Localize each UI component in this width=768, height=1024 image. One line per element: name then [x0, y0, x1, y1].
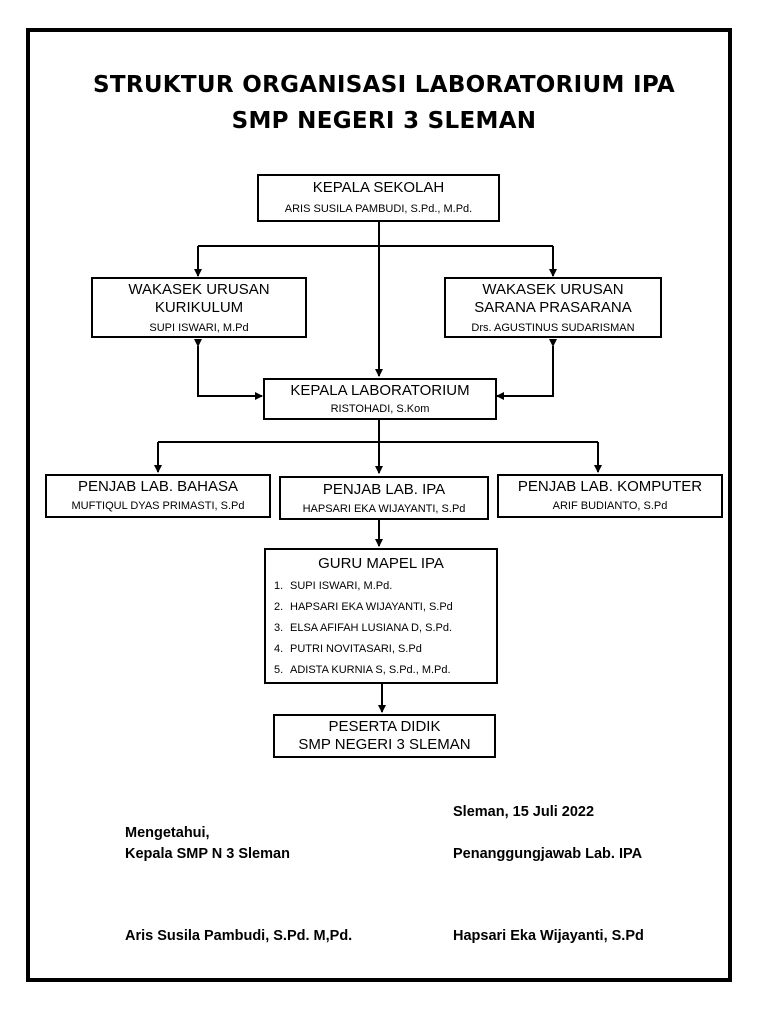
- box-penjab-lab-bahasa: PENJAB LAB. BAHASA MUFTIQUL DYAS PRIMAST…: [45, 474, 271, 518]
- list-item: 5.ADISTA KURNIA S, S.Pd., M.Pd.: [274, 664, 451, 676]
- box-wakasek-kurikulum: WAKASEK URUSAN KURIKULUM SUPI ISWARI, M.…: [91, 277, 307, 338]
- box-kepala-sekolah: KEPALA SEKOLAH ARIS SUSILA PAMBUDI, S.Pd…: [257, 174, 500, 222]
- wakasek-sarpras-role-line2: SARANA PRASARANA: [474, 299, 632, 316]
- signature-left-label1: Mengetahui,: [125, 825, 210, 841]
- penjab-bahasa-role: PENJAB LAB. BAHASA: [77, 478, 239, 495]
- penjab-komputer-role: PENJAB LAB. KOMPUTER: [517, 478, 703, 495]
- kepala-sekolah-role: KEPALA SEKOLAH: [312, 179, 445, 196]
- signature-left-label2: Kepala SMP N 3 Sleman: [125, 846, 290, 862]
- wakasek-sarpras-role-line1: WAKASEK URUSAN: [482, 281, 624, 298]
- penjab-ipa-role: PENJAB LAB. IPA: [322, 481, 446, 498]
- box-penjab-lab-komputer: PENJAB LAB. KOMPUTER ARIF BUDIANTO, S.Pd: [497, 474, 723, 518]
- document-border: [26, 28, 732, 982]
- kepala-sekolah-name: ARIS SUSILA PAMBUDI, S.Pd., M.Pd.: [284, 203, 473, 215]
- connector-sarpras-kalab: [496, 339, 557, 400]
- wakasek-kurikulum-role-line1: WAKASEK URUSAN: [128, 281, 270, 298]
- kepala-laboratorium-role: KEPALA LABORATORIUM: [290, 382, 470, 399]
- peserta-didik-line2: SMP NEGERI 3 SLEMAN: [298, 736, 471, 753]
- connector-kurikulum-kalab: [194, 339, 263, 400]
- penjab-komputer-name: ARIF BUDIANTO, S.Pd: [552, 500, 668, 512]
- peserta-didik-line1: PESERTA DIDIK: [328, 718, 441, 735]
- box-kepala-laboratorium: KEPALA LABORATORIUM RISTOHADI, S.Kom: [263, 378, 497, 420]
- guru-mapel-role: GURU MAPEL IPA: [318, 555, 444, 572]
- penjab-ipa-name: HAPSARI EKA WIJAYANTI, S.Pd: [302, 503, 466, 515]
- wakasek-kurikulum-name: SUPI ISWARI, M.Pd: [149, 322, 249, 334]
- box-peserta-didik: PESERTA DIDIK SMP NEGERI 3 SLEMAN: [273, 714, 496, 758]
- penjab-bahasa-name: MUFTIQUL DYAS PRIMASTI, S.Pd: [71, 500, 245, 512]
- kepala-laboratorium-name: RISTOHADI, S.Kom: [330, 403, 430, 415]
- list-item: 4.PUTRI NOVITASARI, S.Pd: [274, 643, 422, 655]
- box-guru-mapel-ipa: GURU MAPEL IPA 1.SUPI ISWARI, M.Pd. 2.HA…: [264, 548, 498, 684]
- signature-place-date: Sleman, 15 Juli 2022: [453, 804, 595, 820]
- box-penjab-lab-ipa: PENJAB LAB. IPA HAPSARI EKA WIJAYANTI, S…: [279, 476, 489, 520]
- guru-mapel-list: 1.SUPI ISWARI, M.Pd. 2.HAPSARI EKA WIJAY…: [266, 576, 496, 681]
- wakasek-kurikulum-role-line2: KURIKULUM: [154, 299, 244, 316]
- list-item: 3.ELSA AFIFAH LUSIANA D, S.Pd.: [274, 622, 453, 634]
- signature-right-name: Hapsari Eka Wijayanti, S.Pd: [453, 928, 644, 944]
- list-item: 1.SUPI ISWARI, M.Pd.: [274, 580, 393, 592]
- list-item: 2.HAPSARI EKA WIJAYANTI, S.Pd: [274, 601, 453, 613]
- wakasek-sarpras-name: Drs. AGUSTINUS SUDARISMAN: [471, 322, 635, 334]
- signature-left-name: Aris Susila Pambudi, S.Pd. M,Pd.: [125, 928, 353, 944]
- document-title-line2: SMP NEGERI 3 SLEMAN: [231, 108, 537, 134]
- document-title-line1: STRUKTUR ORGANISASI LABORATORIUM IPA: [92, 72, 676, 98]
- box-wakasek-sarpras: WAKASEK URUSAN SARANA PRASARANA Drs. AGU…: [444, 277, 662, 338]
- signature-right-label: Penanggungjawab Lab. IPA: [453, 846, 643, 862]
